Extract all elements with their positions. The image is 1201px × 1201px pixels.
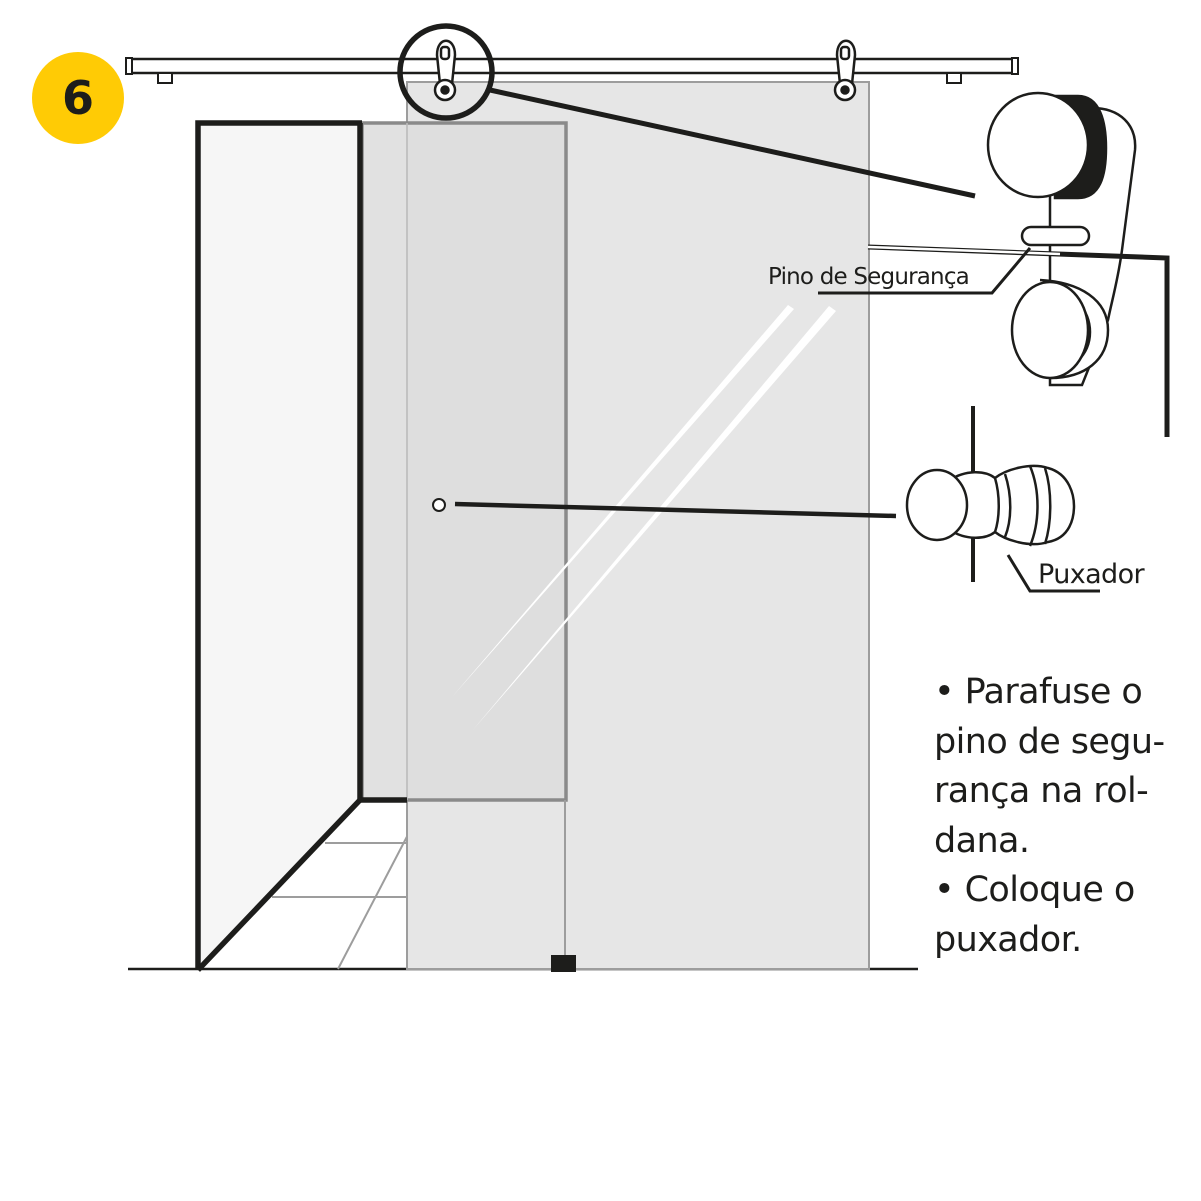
handle-label-leader bbox=[1006, 554, 1100, 593]
security-pin-label: Pino de Segurança bbox=[768, 264, 970, 290]
roller-hanger-right bbox=[833, 39, 857, 102]
glass-edge-thin-line bbox=[867, 245, 1061, 256]
instruction-line: rança na rol- bbox=[934, 771, 1149, 811]
step-number: 6 bbox=[61, 71, 94, 125]
fixed-glass-panel bbox=[360, 121, 568, 802]
side-wall bbox=[198, 123, 360, 970]
handle-knob bbox=[905, 468, 969, 542]
roller-detail-leader bbox=[489, 87, 976, 199]
glass-reflection bbox=[452, 305, 836, 731]
detail-magnifier-ring bbox=[397, 23, 495, 121]
handle-hole bbox=[432, 498, 446, 512]
wall-outline bbox=[195, 120, 407, 972]
instruction-line: • Parafuse o bbox=[934, 672, 1143, 712]
step-badge: 6 bbox=[32, 52, 124, 144]
instruction-line: pino de segu- bbox=[934, 721, 1165, 762]
top-rail bbox=[125, 57, 1019, 84]
handle-label: Puxador bbox=[1038, 559, 1145, 590]
instructions-text: • Parafuse o pino de segu- rança na rol-… bbox=[934, 668, 1194, 965]
roller-wheel-front bbox=[986, 91, 1090, 199]
roller-detail bbox=[986, 91, 1137, 387]
instruction-line: • Coloque o bbox=[934, 870, 1135, 910]
roller-hanger-left bbox=[433, 39, 457, 102]
floor-guide bbox=[551, 955, 576, 972]
roller-lower-disc bbox=[1010, 280, 1090, 380]
security-pin-leader bbox=[818, 247, 1032, 295]
instruction-line: dana. bbox=[934, 820, 1030, 861]
handle-leader bbox=[454, 501, 897, 519]
handle-detail bbox=[905, 464, 1076, 547]
security-pin-part bbox=[1020, 225, 1091, 247]
instruction-line: puxador. bbox=[934, 919, 1082, 960]
